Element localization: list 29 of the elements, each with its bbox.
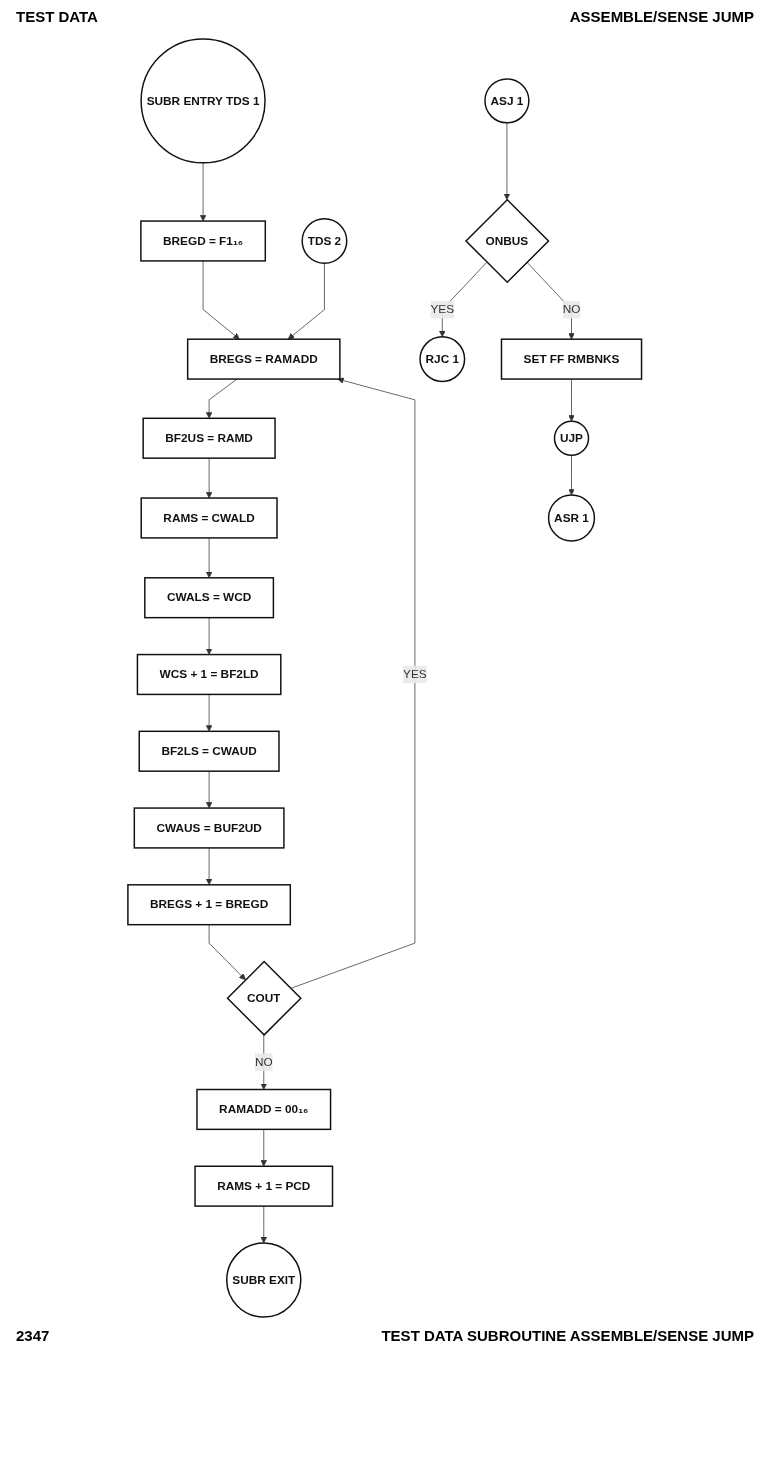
node-box: RAMADD = 00₁₆ [196,1088,332,1131]
node-box: CWALS = WCD [144,577,275,619]
node-circle: SUBR ENTRY TDS 1 [140,38,267,164]
node-circle: UJP [554,420,590,456]
node-diamond: ONBUS [465,198,550,284]
node-circle: ASJ 1 [484,78,530,124]
node-box: BF2US = RAMD [142,417,277,459]
node-box: SET FF RMBNKS [501,338,643,380]
node-box: RAMS + 1 = PCD [194,1165,334,1207]
node-diamond: COUT [226,960,303,1036]
node-box: CWAUS = BUF2UD [133,807,285,849]
node-circle: SUBR EXIT [226,1242,302,1318]
caption: TEST DATA SUBROUTINE ASSEMBLE/SENSE JUMP [381,1327,754,1344]
node-circle: TDS 2 [301,218,348,264]
figure-number: 2347 [16,1327,50,1344]
node-box: BREGD = F1₁₆ [140,220,267,262]
node-box: BF2LS = CWAUD [138,730,280,772]
node-circle: RJC 1 [419,336,466,383]
edge-label: NO [562,302,581,316]
node-circle: ASR 1 [548,494,596,542]
edge-label: YES [430,302,455,316]
section-heading: TEST DATA [16,8,98,25]
node-box: RAMS = CWALD [140,497,278,539]
node-box: WCS + 1 = BF2LD [136,653,282,696]
node-box: BREGS = RAMADD [187,338,341,380]
node-box: BREGS + 1 = BREGD [127,884,292,926]
edge-label: YES [403,667,427,681]
edge-label: NO [255,1055,273,1069]
section-heading: ASSEMBLE/SENSE JUMP [569,8,754,25]
